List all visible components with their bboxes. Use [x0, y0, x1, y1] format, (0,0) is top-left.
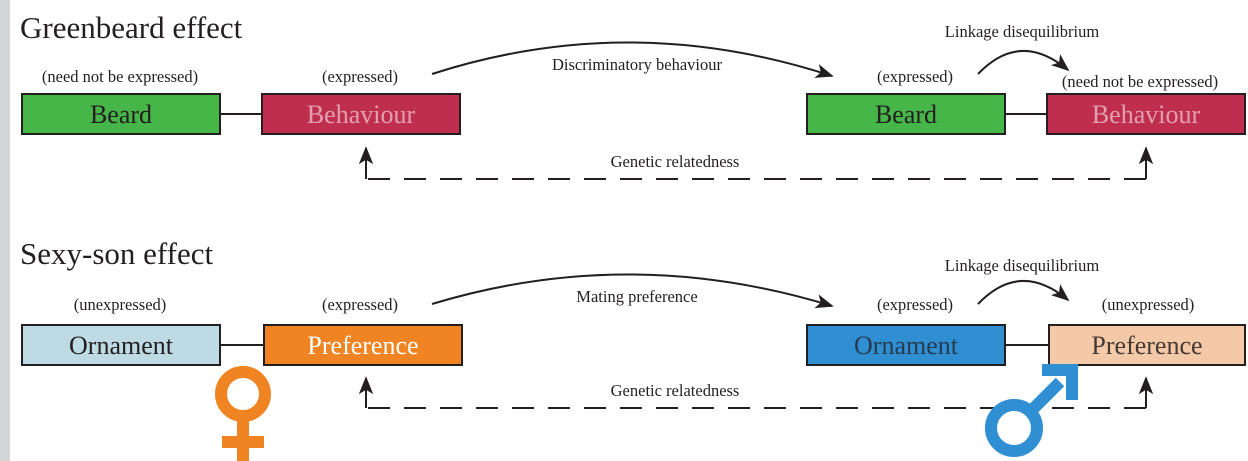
left-ornament-box	[21, 324, 221, 366]
female-symbol-icon	[215, 366, 271, 461]
sexyson-genetic-relatedness-label: Genetic relatedness	[611, 381, 740, 400]
linkage-disequilibrium-arrow	[977, 49, 1070, 75]
male-symbol-icon	[985, 364, 1078, 457]
left-beard-box	[21, 93, 221, 135]
left-preference-label: Preference	[307, 331, 418, 360]
left-behaviour-note: (expressed)	[322, 67, 398, 86]
right-ornament-box	[806, 324, 1006, 366]
mating-preference-arrow	[431, 273, 834, 309]
left-beard-note: (need not be expressed)	[42, 67, 198, 86]
left-ornament-note: (unexpressed)	[74, 295, 167, 314]
right-beard-box	[806, 93, 1006, 135]
right-behaviour-note: (need not be expressed)	[1062, 72, 1218, 91]
discriminatory-behaviour-arrow	[431, 41, 834, 78]
right-ornament-note: (expressed)	[877, 295, 953, 314]
right-beard-label: Beard	[875, 100, 937, 129]
left-ornament-label: Ornament	[69, 331, 174, 360]
diagram-svg: Greenbeard effect (need not be expressed…	[20, 10, 1246, 461]
greenbeard-title: Greenbeard effect	[20, 10, 243, 45]
right-beard-note: (expressed)	[877, 67, 953, 86]
right-preference-box	[1048, 324, 1246, 366]
diagram-canvas: Greenbeard effect (need not be expressed…	[10, 0, 1248, 461]
sexyson-linkage-disequilibrium-arrow	[977, 279, 1070, 305]
left-behaviour-box	[261, 93, 461, 135]
right-preference-label: Preference	[1091, 331, 1202, 360]
sexyson-linkage-disequilibrium-label: Linkage disequilibrium	[945, 256, 1100, 275]
sexyson-section: Sexy-son effect (unexpressed) (expressed…	[20, 236, 1246, 461]
greenbeard-section: Greenbeard effect (need not be expressed…	[20, 10, 1246, 180]
linkage-disequilibrium-label: Linkage disequilibrium	[945, 22, 1100, 41]
right-behaviour-box	[1046, 93, 1246, 135]
right-preference-note: (unexpressed)	[1102, 295, 1195, 314]
right-ornament-label: Ornament	[854, 331, 959, 360]
sexyson-title: Sexy-son effect	[20, 236, 214, 271]
left-beard-label: Beard	[90, 100, 152, 129]
right-behaviour-label: Behaviour	[1092, 100, 1201, 129]
genetic-relatedness-label: Genetic relatedness	[611, 152, 740, 171]
left-preference-note: (expressed)	[322, 295, 398, 314]
left-behaviour-label: Behaviour	[307, 100, 416, 129]
discriminatory-behaviour-label: Discriminatory behaviour	[552, 55, 723, 74]
mating-preference-label: Mating preference	[576, 287, 697, 306]
